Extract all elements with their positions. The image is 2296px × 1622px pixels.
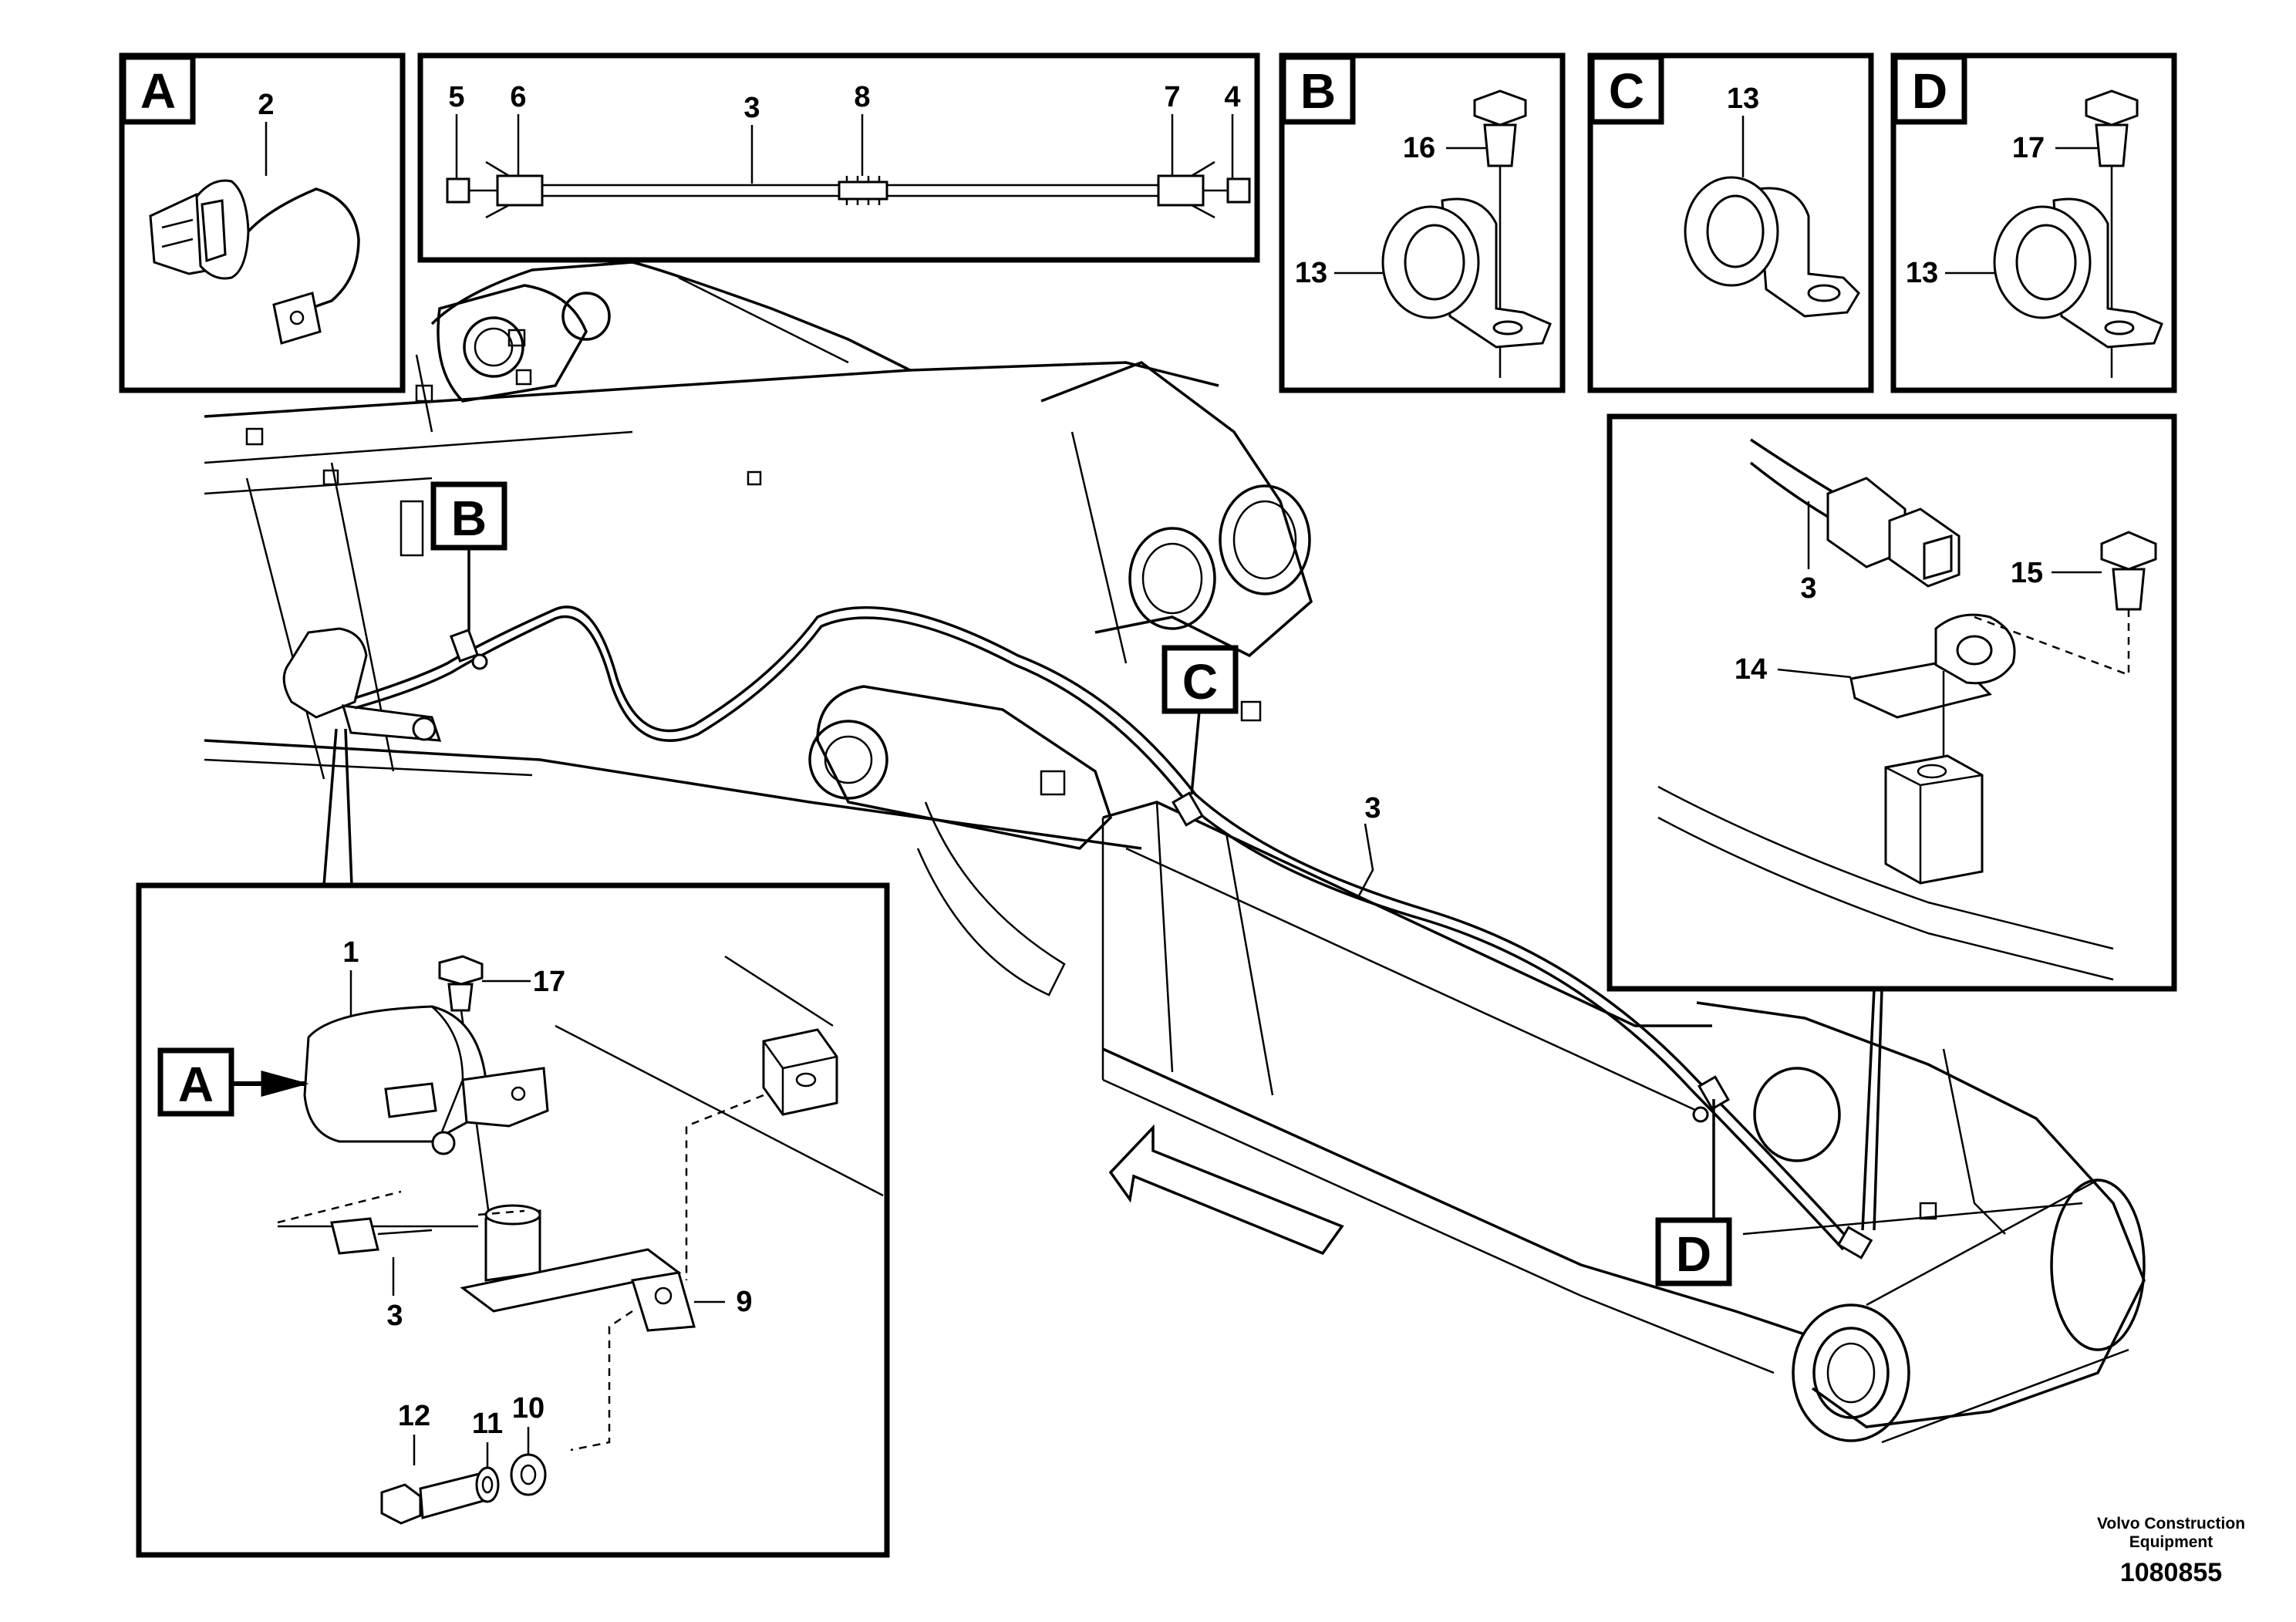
detail-box-a: A 2 — [119, 52, 406, 393]
part-label-7: 7 — [1164, 81, 1180, 113]
detail-box-c: C 13 — [1587, 52, 1874, 393]
company-line-2: Equipment — [2129, 1533, 2213, 1551]
part-label-13-c: 13 — [1727, 83, 1759, 115]
ref-tag-b: B — [430, 481, 507, 551]
ref-tag-d-label: D — [1676, 1226, 1711, 1282]
part-label-3-main: 3 — [1364, 792, 1381, 824]
ref-tag-a-mount: A — [157, 1047, 234, 1117]
ref-tag-a-mount-label: A — [178, 1057, 214, 1112]
part-label-12: 12 — [398, 1400, 430, 1432]
part-label-14: 14 — [1735, 653, 1767, 686]
document-number: 1080855 — [2120, 1558, 2222, 1587]
part-label-17-d: 17 — [2012, 132, 2045, 164]
part-label-11: 11 — [472, 1408, 503, 1440]
ref-tag-c-label: C — [1182, 654, 1218, 710]
part-label-8: 8 — [854, 81, 870, 113]
part-label-9: 9 — [736, 1286, 752, 1318]
part-label-13-b: 13 — [1295, 257, 1327, 289]
harness-layout-box: 5 6 3 8 7 4 — [417, 52, 1260, 263]
ref-tag-b-label: B — [451, 491, 487, 546]
part-label-5: 5 — [448, 81, 464, 113]
detail-box-b: B 16 13 — [1279, 52, 1566, 393]
cable-harness — [354, 605, 1873, 1259]
boom-structure — [204, 261, 2146, 1444]
part-label-13-d: 13 — [1906, 257, 1938, 289]
part-label-1: 1 — [342, 936, 359, 969]
ref-tag-d: D — [1655, 1217, 1732, 1286]
part-label-16: 16 — [1403, 132, 1435, 164]
ref-label-c: C — [1609, 63, 1644, 119]
company-line-1: Volvo Construction — [2097, 1515, 2245, 1533]
part-label-3: 3 — [743, 92, 760, 124]
part-label-4: 4 — [1224, 81, 1240, 113]
ref-tag-c: C — [1161, 645, 1239, 714]
detail-box-ground: 3 14 15 — [1607, 413, 2177, 992]
part-label-3-mount: 3 — [386, 1300, 403, 1332]
part-label-15: 15 — [2011, 557, 2043, 589]
arrow-icon — [1108, 1124, 1344, 1256]
part-label-17: 17 — [533, 966, 565, 998]
work-light-on-boom — [282, 627, 442, 742]
part-label-2: 2 — [258, 89, 274, 121]
part-label-3-ground: 3 — [1800, 572, 1816, 605]
detail-box-d: D 17 13 — [1890, 52, 2177, 393]
detail-box-light-mount: 1 17 9 3 12 11 — [136, 882, 890, 1558]
part-label-10: 10 — [512, 1392, 544, 1425]
ref-label-a: A — [140, 63, 176, 119]
part-label-6: 6 — [510, 81, 526, 113]
ref-label-d: D — [1912, 63, 1947, 119]
ref-label-b: B — [1300, 63, 1336, 119]
